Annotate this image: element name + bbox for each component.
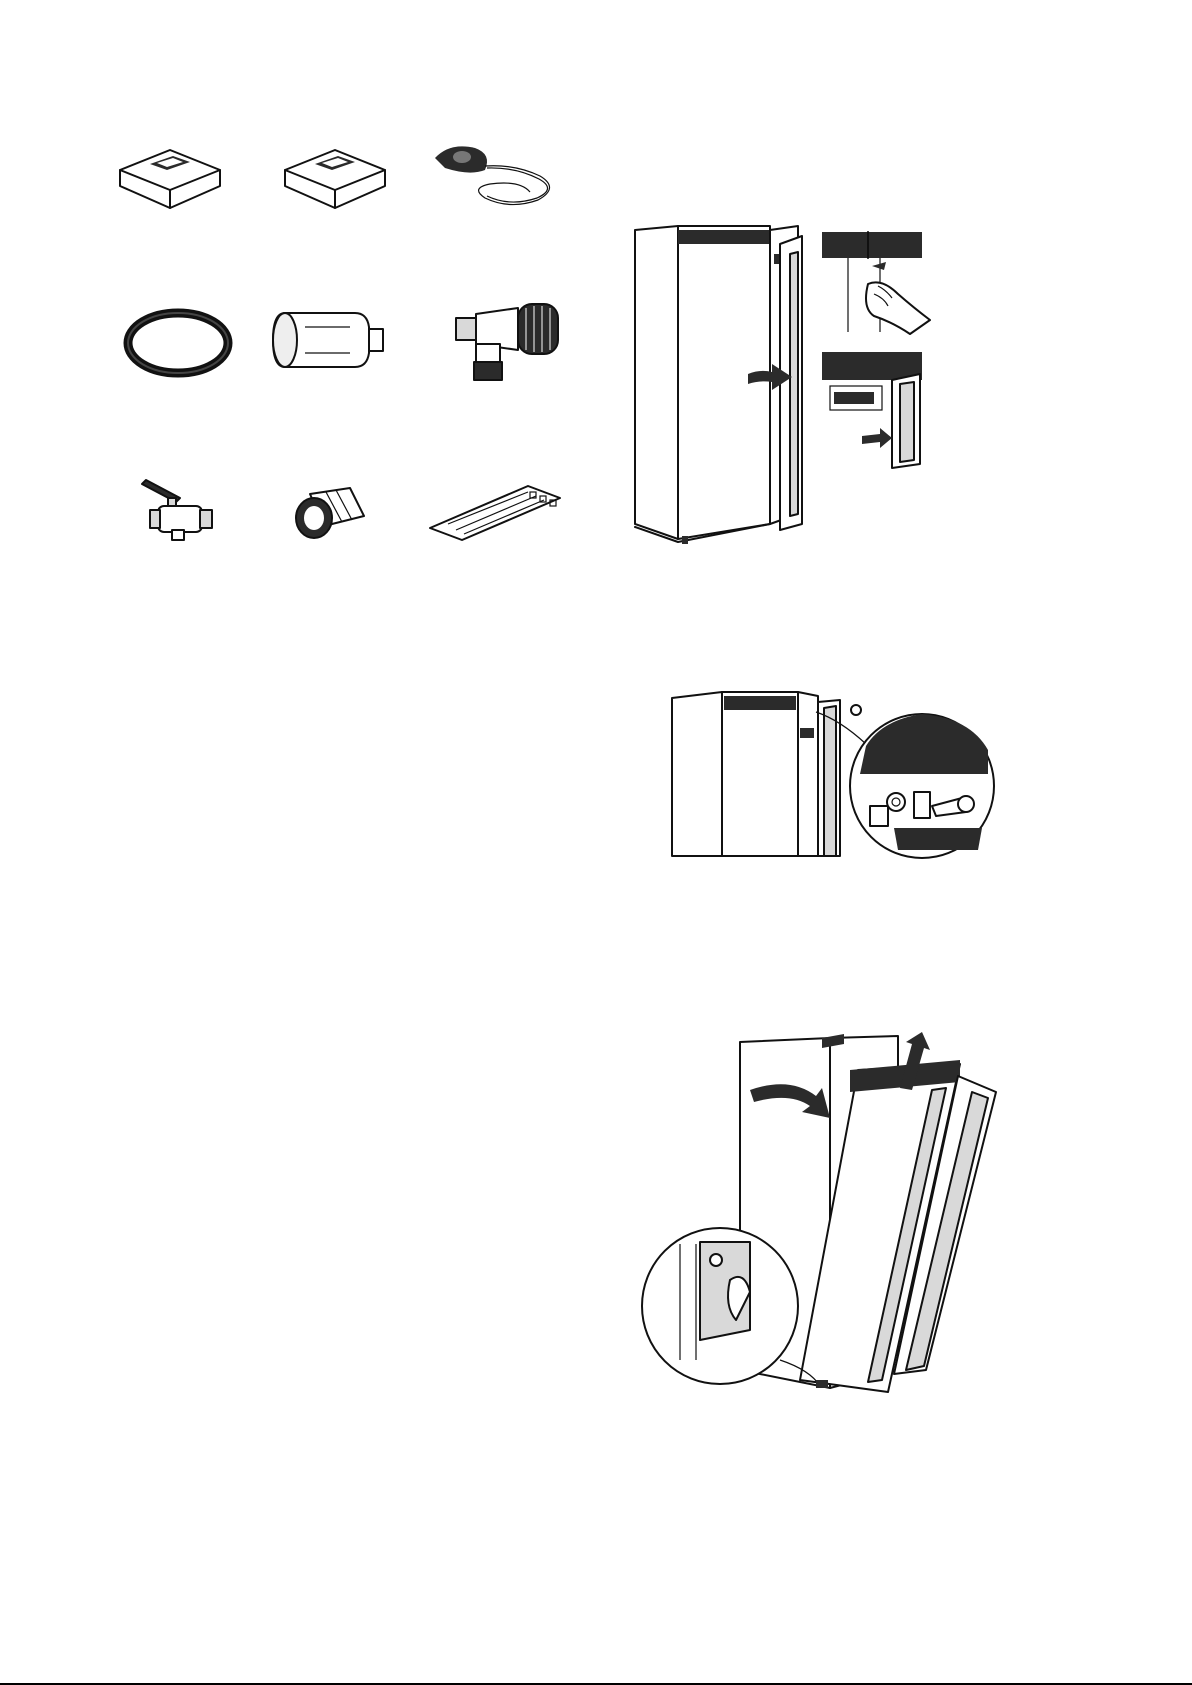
label-sheet-icon [428,484,563,542]
panel-release-detail [822,232,930,334]
o-ring-seal-icon [123,308,233,378]
ball-valve-icon [140,480,220,542]
room-sensor-unit-icon [280,148,390,210]
screw-detail-magnifier [850,714,994,858]
front-cover-lift-illustration [640,1030,1010,1400]
front-panel-removal-illustration [630,224,970,554]
temperature-sensor-with-cable-icon [430,140,565,212]
safety-valve-icon [448,300,568,390]
compression-coupling-icon [290,486,370,542]
room-sensor-unit-icon [115,148,225,210]
panel-swing-detail [822,352,922,468]
particle-filter-icon [265,305,395,377]
screw-removal-illustration [670,690,1000,860]
